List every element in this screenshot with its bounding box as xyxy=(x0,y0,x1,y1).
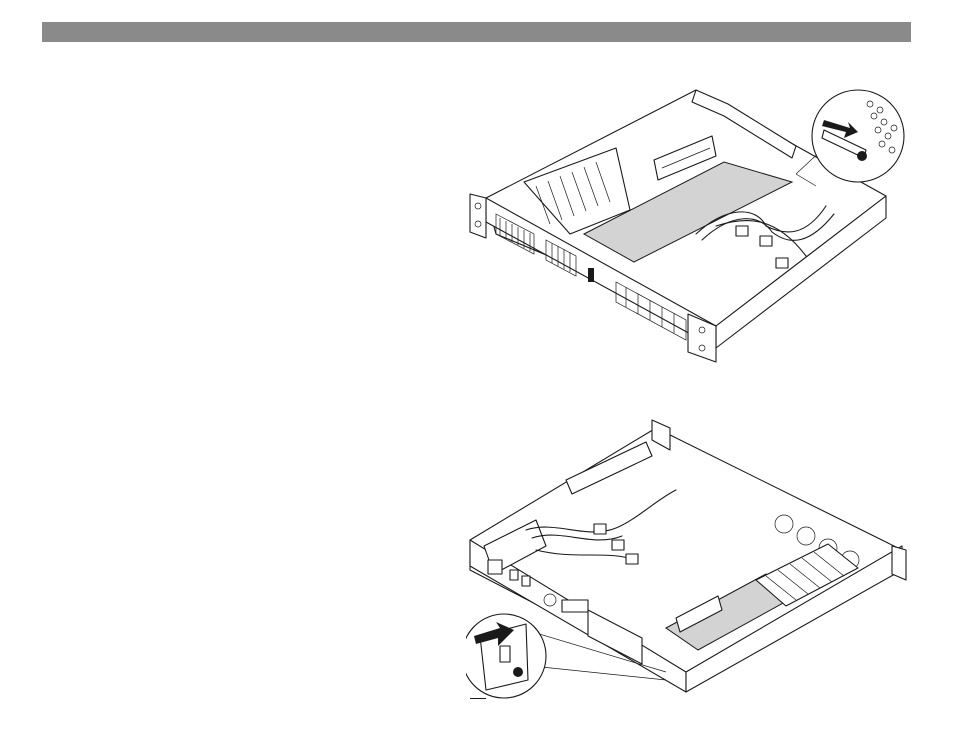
page-marker xyxy=(470,698,486,699)
connector-icon xyxy=(776,258,788,268)
connector-icon xyxy=(736,226,748,236)
rack-ear-right xyxy=(892,546,906,580)
connector-icon xyxy=(626,554,638,564)
power-switch-icon xyxy=(588,268,594,282)
power-inlet-icon xyxy=(488,560,502,574)
header-bar xyxy=(42,22,911,42)
connector-icon xyxy=(760,236,772,246)
connector-icon xyxy=(594,524,606,534)
chassis-front-illustration xyxy=(466,86,912,368)
chassis-rear-svg xyxy=(466,410,912,710)
connector-icon xyxy=(612,540,624,550)
chassis-rear-illustration xyxy=(466,410,912,710)
rack-ear-left xyxy=(470,194,486,238)
chassis-front-svg xyxy=(466,86,912,368)
